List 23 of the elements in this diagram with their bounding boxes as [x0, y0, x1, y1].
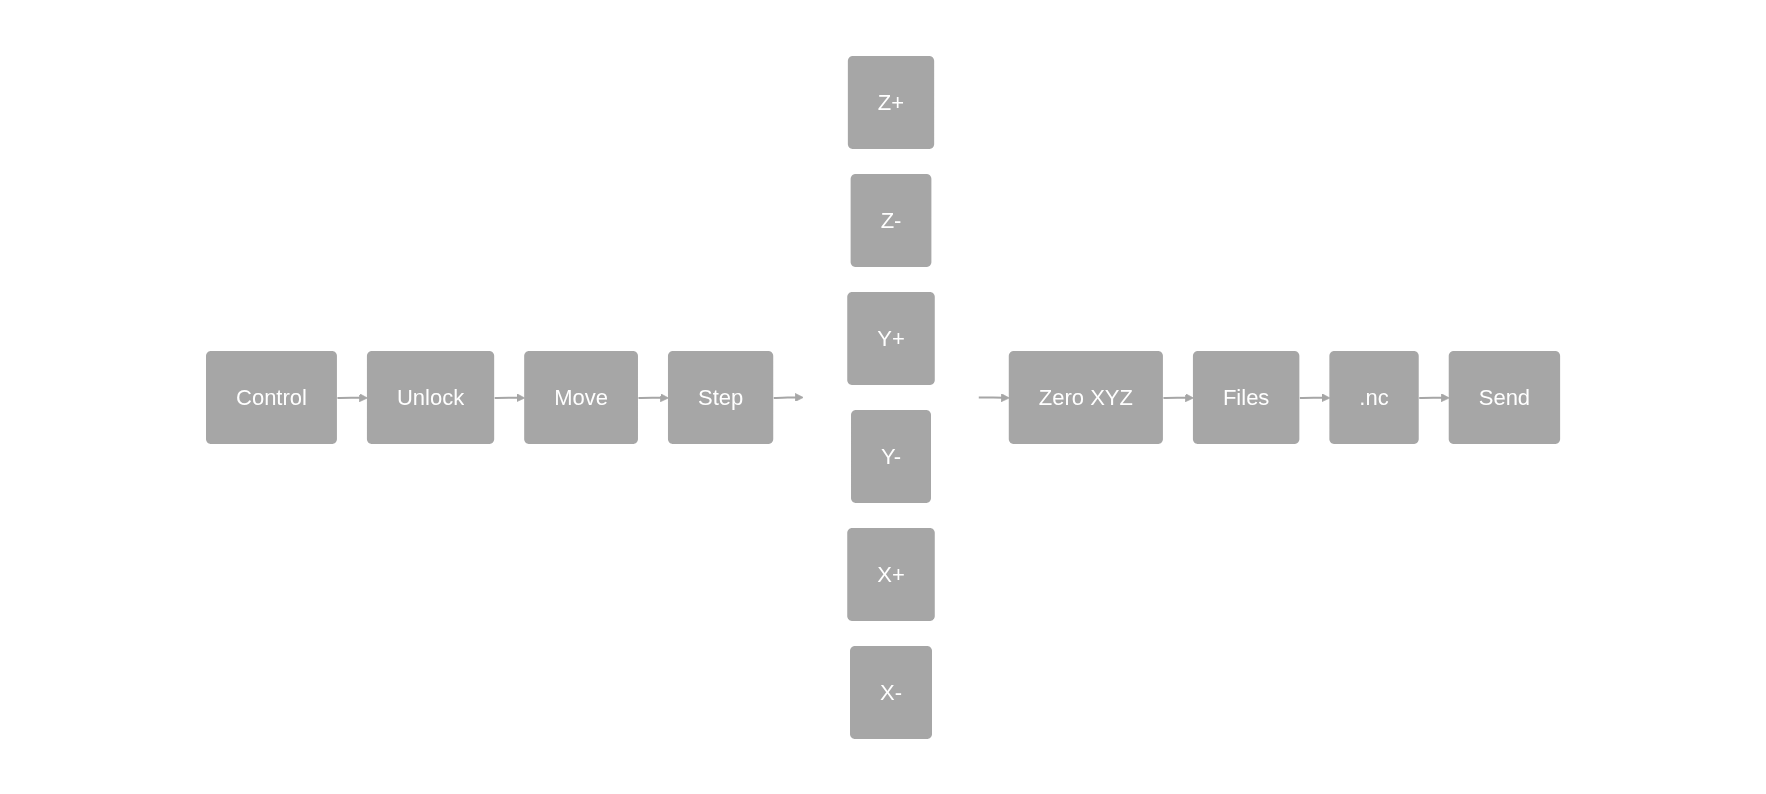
- arrow: [1298, 392, 1331, 402]
- node-box: [850, 173, 932, 267]
- node-box: [847, 527, 935, 621]
- node-box: [847, 55, 935, 149]
- arrow: [772, 392, 804, 402]
- node-box: [1329, 350, 1419, 444]
- flowchart: Control Unlock Move Step Z+ Z- Y+ Y- X+ X- Zero XYZ Files .nc Send: [197, 47, 1569, 747]
- node-box: [524, 350, 638, 444]
- node-box: [205, 350, 337, 444]
- node-box: [850, 409, 931, 503]
- node-box: [366, 350, 495, 444]
- node-box: [1008, 350, 1163, 444]
- node-box: [847, 291, 935, 385]
- node-box: [1448, 350, 1561, 444]
- arrow: [1418, 392, 1450, 402]
- arrow: [637, 392, 669, 402]
- node-box: [1192, 350, 1300, 444]
- node-box: [849, 645, 932, 739]
- arrow: [1162, 392, 1194, 402]
- node-box: [667, 350, 774, 444]
- arrow: [493, 392, 525, 402]
- arrow: [977, 392, 1010, 402]
- arrow: [336, 392, 368, 402]
